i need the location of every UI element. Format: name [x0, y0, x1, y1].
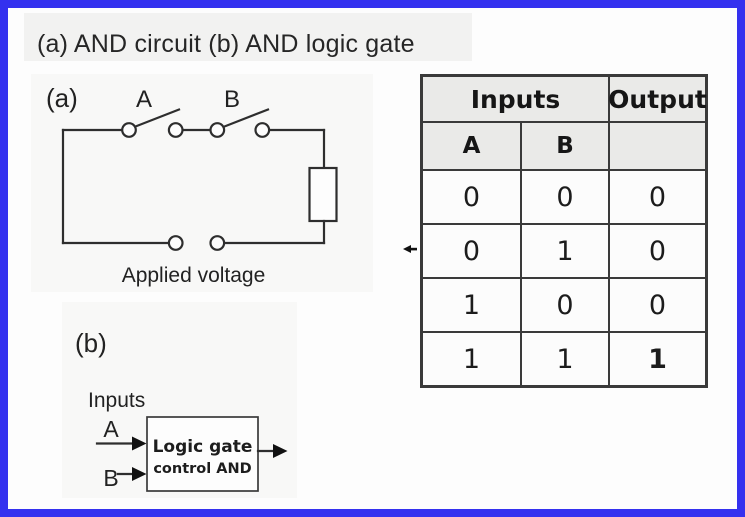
- applied-voltage-label: Applied voltage: [122, 264, 266, 287]
- switch-b-lever: [223, 108, 270, 128]
- gate-box-line2: control AND: [153, 461, 251, 477]
- switch-b-terminal-left: [209, 122, 226, 138]
- table-cell-out: 0: [610, 171, 705, 223]
- table-cell-b: 1: [522, 225, 608, 277]
- table-cell-b: 1: [522, 333, 608, 385]
- gate-input-a-arrow-icon: [132, 436, 147, 451]
- gate-output-arrow-icon: [273, 444, 288, 458]
- switch-a-terminal-right: [167, 122, 184, 138]
- and-circuit-diagram: (a) A B Applied voltage: [46, 83, 338, 287]
- gate-input-b-label: B: [103, 465, 118, 491]
- switch-b-terminal-right: [254, 122, 271, 138]
- supply-terminal-left: [167, 235, 184, 251]
- table-subheader-b: B: [522, 123, 608, 169]
- gate-panel-label: (b): [75, 328, 107, 358]
- table-subheader-empty: [610, 123, 705, 169]
- table-header-output: Output: [608, 77, 707, 121]
- table-header-inputs: Inputs: [423, 77, 608, 121]
- switch-b-label: B: [224, 86, 240, 113]
- truth-table: Inputs Output A B 0 0 0 0 1 0 1 0 0 1 1 …: [420, 74, 708, 388]
- table-cell-a: 0: [423, 225, 520, 277]
- switch-a-terminal-left: [121, 122, 137, 138]
- table-cell-a: 0: [423, 171, 520, 223]
- gate-box-line1: Logic gate: [153, 437, 253, 457]
- pointer-mark-icon: [403, 245, 417, 253]
- title-background-strip: [24, 13, 472, 61]
- supply-terminal-right: [209, 235, 226, 251]
- switch-a-label: A: [136, 86, 152, 113]
- gate-input-a-label: A: [103, 416, 119, 442]
- logic-gate-box: [146, 416, 259, 492]
- table-cell-b: 0: [522, 171, 608, 223]
- table-cell-a: 1: [423, 279, 520, 331]
- switch-a-lever: [134, 108, 181, 128]
- figure-caption: (a) AND circuit (b) AND logic gate: [37, 30, 415, 58]
- gate-inputs-label: Inputs: [88, 389, 145, 412]
- gate-input-b-arrow-icon: [132, 467, 147, 481]
- table-cell-out: 1: [610, 333, 705, 385]
- and-logic-gate-diagram: (b) Inputs A B Logic gate control AND: [75, 328, 288, 492]
- load-resistor: [308, 166, 338, 223]
- table-subheader-a: A: [423, 123, 520, 169]
- table-cell-out: 0: [610, 279, 705, 331]
- table-cell-a: 1: [423, 333, 520, 385]
- table-cell-out: 0: [610, 225, 705, 277]
- circuit-panel-label: (a): [46, 83, 78, 113]
- table-cell-b: 0: [522, 279, 608, 331]
